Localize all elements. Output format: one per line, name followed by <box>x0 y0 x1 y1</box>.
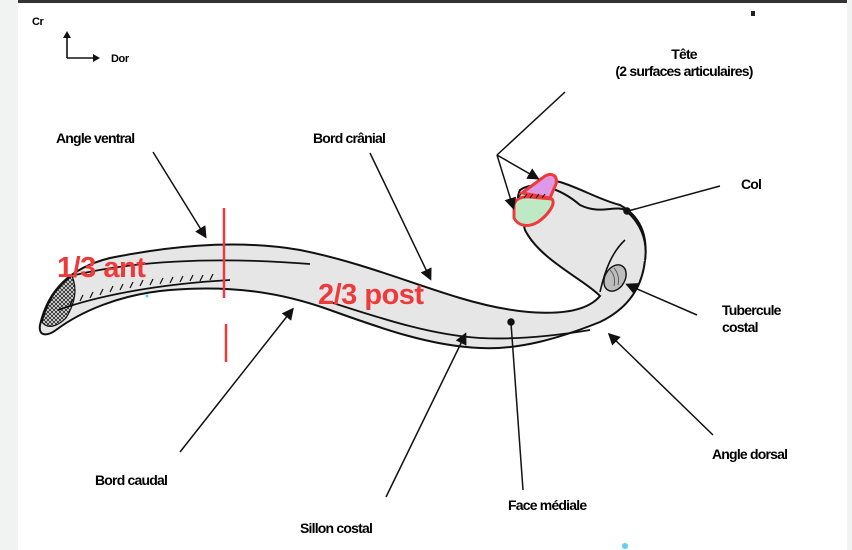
head-facet-lower <box>512 195 555 227</box>
groove-teeth <box>69 273 214 306</box>
label-bord-cranial: Bord crânial <box>313 130 386 146</box>
ventral-tip <box>41 275 76 327</box>
label-tubercule-line1: Tubercule <box>722 302 781 318</box>
annotation-anterior-third: 1/3 ant <box>57 252 146 284</box>
leader-face-mediale <box>510 322 524 491</box>
leader-tete-upper <box>496 91 566 156</box>
leader-col <box>627 185 721 212</box>
label-col: Col <box>741 176 762 192</box>
lower-ridge <box>329 301 591 340</box>
inner-ridge <box>74 259 311 276</box>
leader-bord-cranial <box>369 152 432 281</box>
annotation-posterior-two-thirds: 2/3 post <box>318 279 424 311</box>
rib-bone <box>38 172 647 350</box>
label-tubercule-line2: costal <box>722 319 758 335</box>
label-sillon-costal: Sillon costal <box>300 520 373 536</box>
leader-tubercule <box>625 283 698 316</box>
third-divider <box>222 208 228 362</box>
label-tete: Tête (2 surfaces articulaires) <box>574 46 794 80</box>
label-tubercule-costal: Tubercule costal <box>722 302 781 336</box>
stray-mark <box>751 11 755 16</box>
orientation-axes-icon <box>63 31 100 62</box>
costal-groove <box>57 279 231 311</box>
costal-tubercle <box>603 264 627 292</box>
stray-dot <box>145 294 149 298</box>
rib-shaft <box>38 180 647 350</box>
head-facet-upper <box>518 172 558 200</box>
label-tete-line2: (2 surfaces articulaires) <box>615 63 753 79</box>
leader-angle-ventral <box>152 151 207 239</box>
leader-lines <box>152 91 721 498</box>
axis-label-cranial: Cr <box>32 16 44 28</box>
leader-angle-dorsal <box>607 332 714 436</box>
label-face-mediale: Face médiale <box>508 497 587 513</box>
stray-dot <box>622 543 628 549</box>
leader-tete-a <box>496 154 540 180</box>
axis-label-dorsal: Dor <box>111 53 129 65</box>
leader-bord-caudal <box>179 307 294 453</box>
label-tete-line1: Tête <box>671 46 697 62</box>
leader-sillon-costal <box>385 332 467 498</box>
label-angle-dorsal: Angle dorsal <box>712 446 788 462</box>
leader-tete-b <box>496 154 517 210</box>
label-bord-caudal: Bord caudal <box>95 472 168 488</box>
label-angle-ventral: Angle ventral <box>56 130 135 146</box>
